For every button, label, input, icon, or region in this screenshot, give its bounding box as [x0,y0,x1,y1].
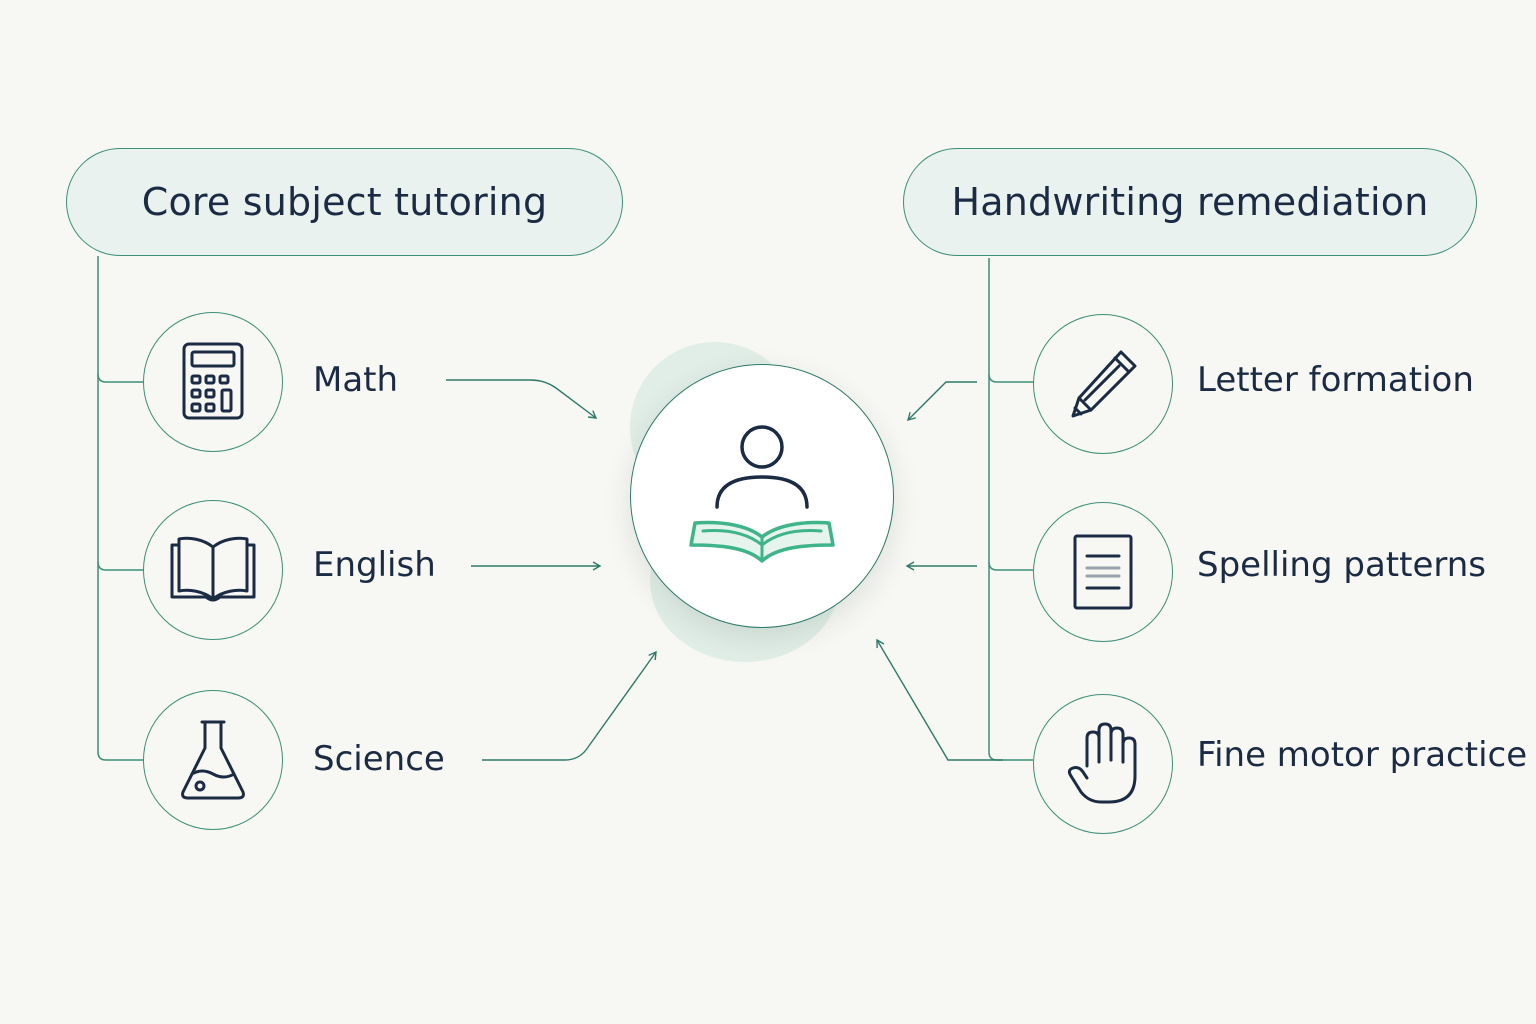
fine-motor-practice-label: Fine motor practice [1197,735,1528,775]
hand-icon [1067,722,1137,804]
core-subject-tutoring-header: Core subject tutoring [66,148,623,256]
left-tree-trunk [97,256,143,761]
letter-formation-icon-circle [1033,314,1173,454]
pencil-icon [1071,350,1137,418]
core-subject-tutoring-title: Core subject tutoring [141,180,548,224]
calculator-icon [182,342,244,420]
science-label: Science [313,739,445,779]
handwriting-remediation-header: Handwriting remediation [903,148,1477,256]
letter-formation-label: Letter formation [1197,360,1474,400]
science-icon-circle [143,690,283,830]
spelling-patterns-label: Spelling patterns [1197,545,1486,585]
english-label: English [313,545,436,585]
right-tree-trunk [988,258,1033,761]
math-icon-circle [143,312,283,452]
flask-icon [181,720,245,800]
arrow-science [482,650,657,761]
right-branch-letter [988,373,1033,383]
student-reading-icon [689,425,835,563]
arrow-letter [907,381,977,421]
spelling-patterns-icon-circle [1033,502,1173,642]
math-label: Math [313,360,399,400]
left-branch-math [97,373,143,383]
handwriting-remediation-title: Handwriting remediation [951,180,1429,224]
arrow-math [446,379,598,419]
center-hub [630,364,894,628]
arrow-fine-motor [876,638,1003,761]
english-icon-circle [143,500,283,640]
left-branch-english [97,561,143,571]
fine-motor-icon-circle [1033,694,1173,834]
document-icon [1073,534,1133,610]
right-branch-spelling [988,561,1033,571]
open-book-icon [170,536,256,602]
